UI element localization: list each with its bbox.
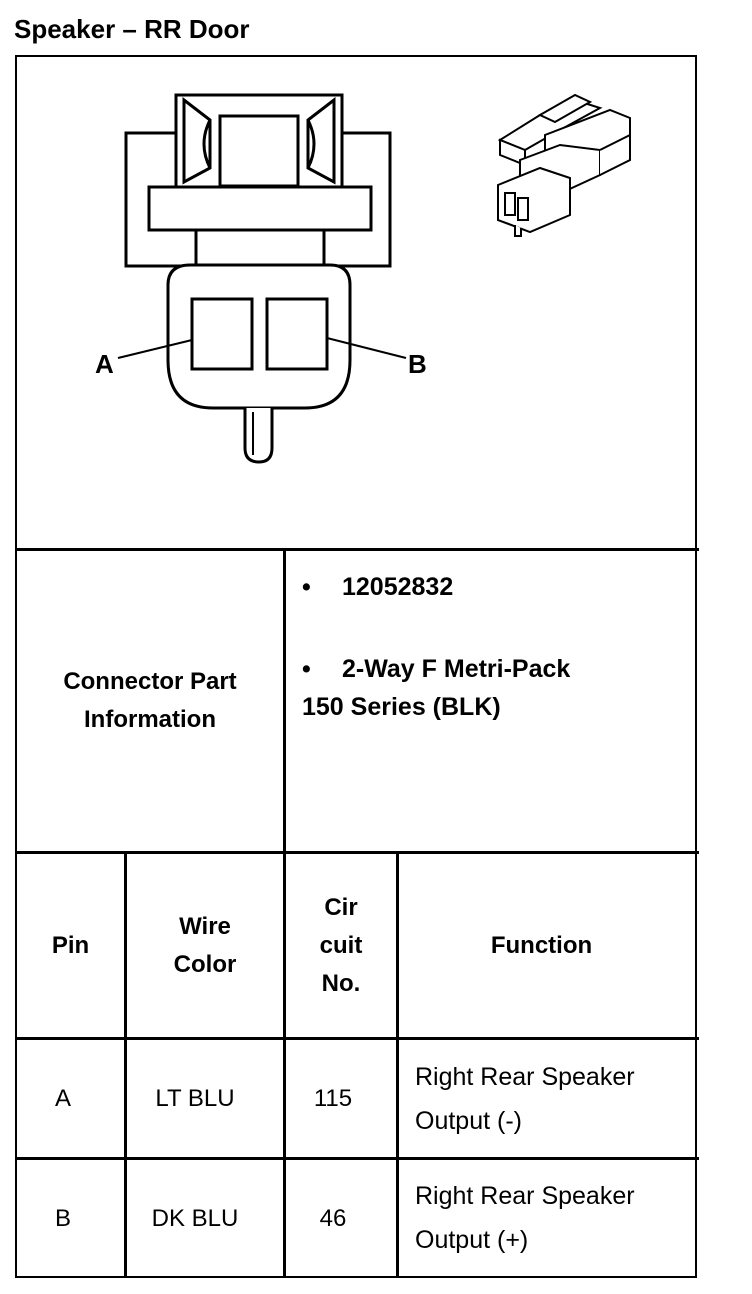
pin-label-b: B [408,349,427,379]
row-a-circuit: 115 [313,1084,353,1112]
header-circuit-no: Cir cuit No. [286,854,396,1037]
bullet-icon: • [302,655,311,683]
part-number-item: • 12052832 [302,573,453,602]
connector-type-line2: 150 Series (BLK) [302,693,501,721]
cavity-a [190,297,254,371]
row-b-pin: B [54,1204,71,1232]
header-circuit-line2: cuit [319,931,363,959]
row-b-function-line2: Output (+) [415,1226,529,1254]
row-a-function-line1: Right Rear Speaker [415,1063,635,1091]
header-circuit-line1: Cir [324,893,358,921]
connector-type-line1: 2-Way F Metri-Pack [342,655,571,683]
header-pin: Pin [51,931,90,959]
connector-diagram: A B [95,93,631,464]
row-b-function-line1: Right Rear Speaker [415,1182,635,1210]
divider [15,1157,699,1160]
row-b-wire-color: DK BLU [151,1204,239,1232]
divider [15,851,699,854]
row-a-function-line2: Output (-) [415,1107,522,1135]
divider [15,548,699,551]
connector-info-label-line2: Information [84,706,216,733]
divider [396,852,399,1278]
connector-type-item: • 2-Way F Metri-Pack 150 Series (BLK) [302,650,570,726]
divider [15,1037,699,1040]
connector-info-label: Connector Part Information [17,551,283,851]
connector-3d-view [497,93,631,237]
connector-info-label-line1: Connector Part [63,668,237,695]
page-title: Speaker – RR Door [14,14,250,44]
row-a-function: Right Rear Speaker Output (-) [415,1055,685,1143]
divider [283,549,286,1278]
connector-crossbar [147,185,373,232]
header-wire-color-line1: Wire [179,912,231,940]
connector-key [243,408,274,464]
cavity-b [265,297,329,371]
row-b-circuit: 46 [319,1204,347,1232]
connector-table [15,55,697,1278]
bullet-icon: • [302,573,311,601]
divider [124,852,127,1278]
header-wire-color: Wire Color [127,854,283,1037]
row-a-wire-color: LT BLU [155,1084,235,1112]
row-b-function: Right Rear Speaker Output (+) [415,1174,685,1262]
pin-label-a: A [95,349,114,379]
part-number: 12052832 [342,573,454,601]
row-a-pin: A [54,1084,71,1112]
header-wire-color-line2: Color [173,950,237,978]
header-function: Function [490,931,593,959]
header-circuit-line3: No. [321,969,361,997]
connector-body [166,263,352,410]
